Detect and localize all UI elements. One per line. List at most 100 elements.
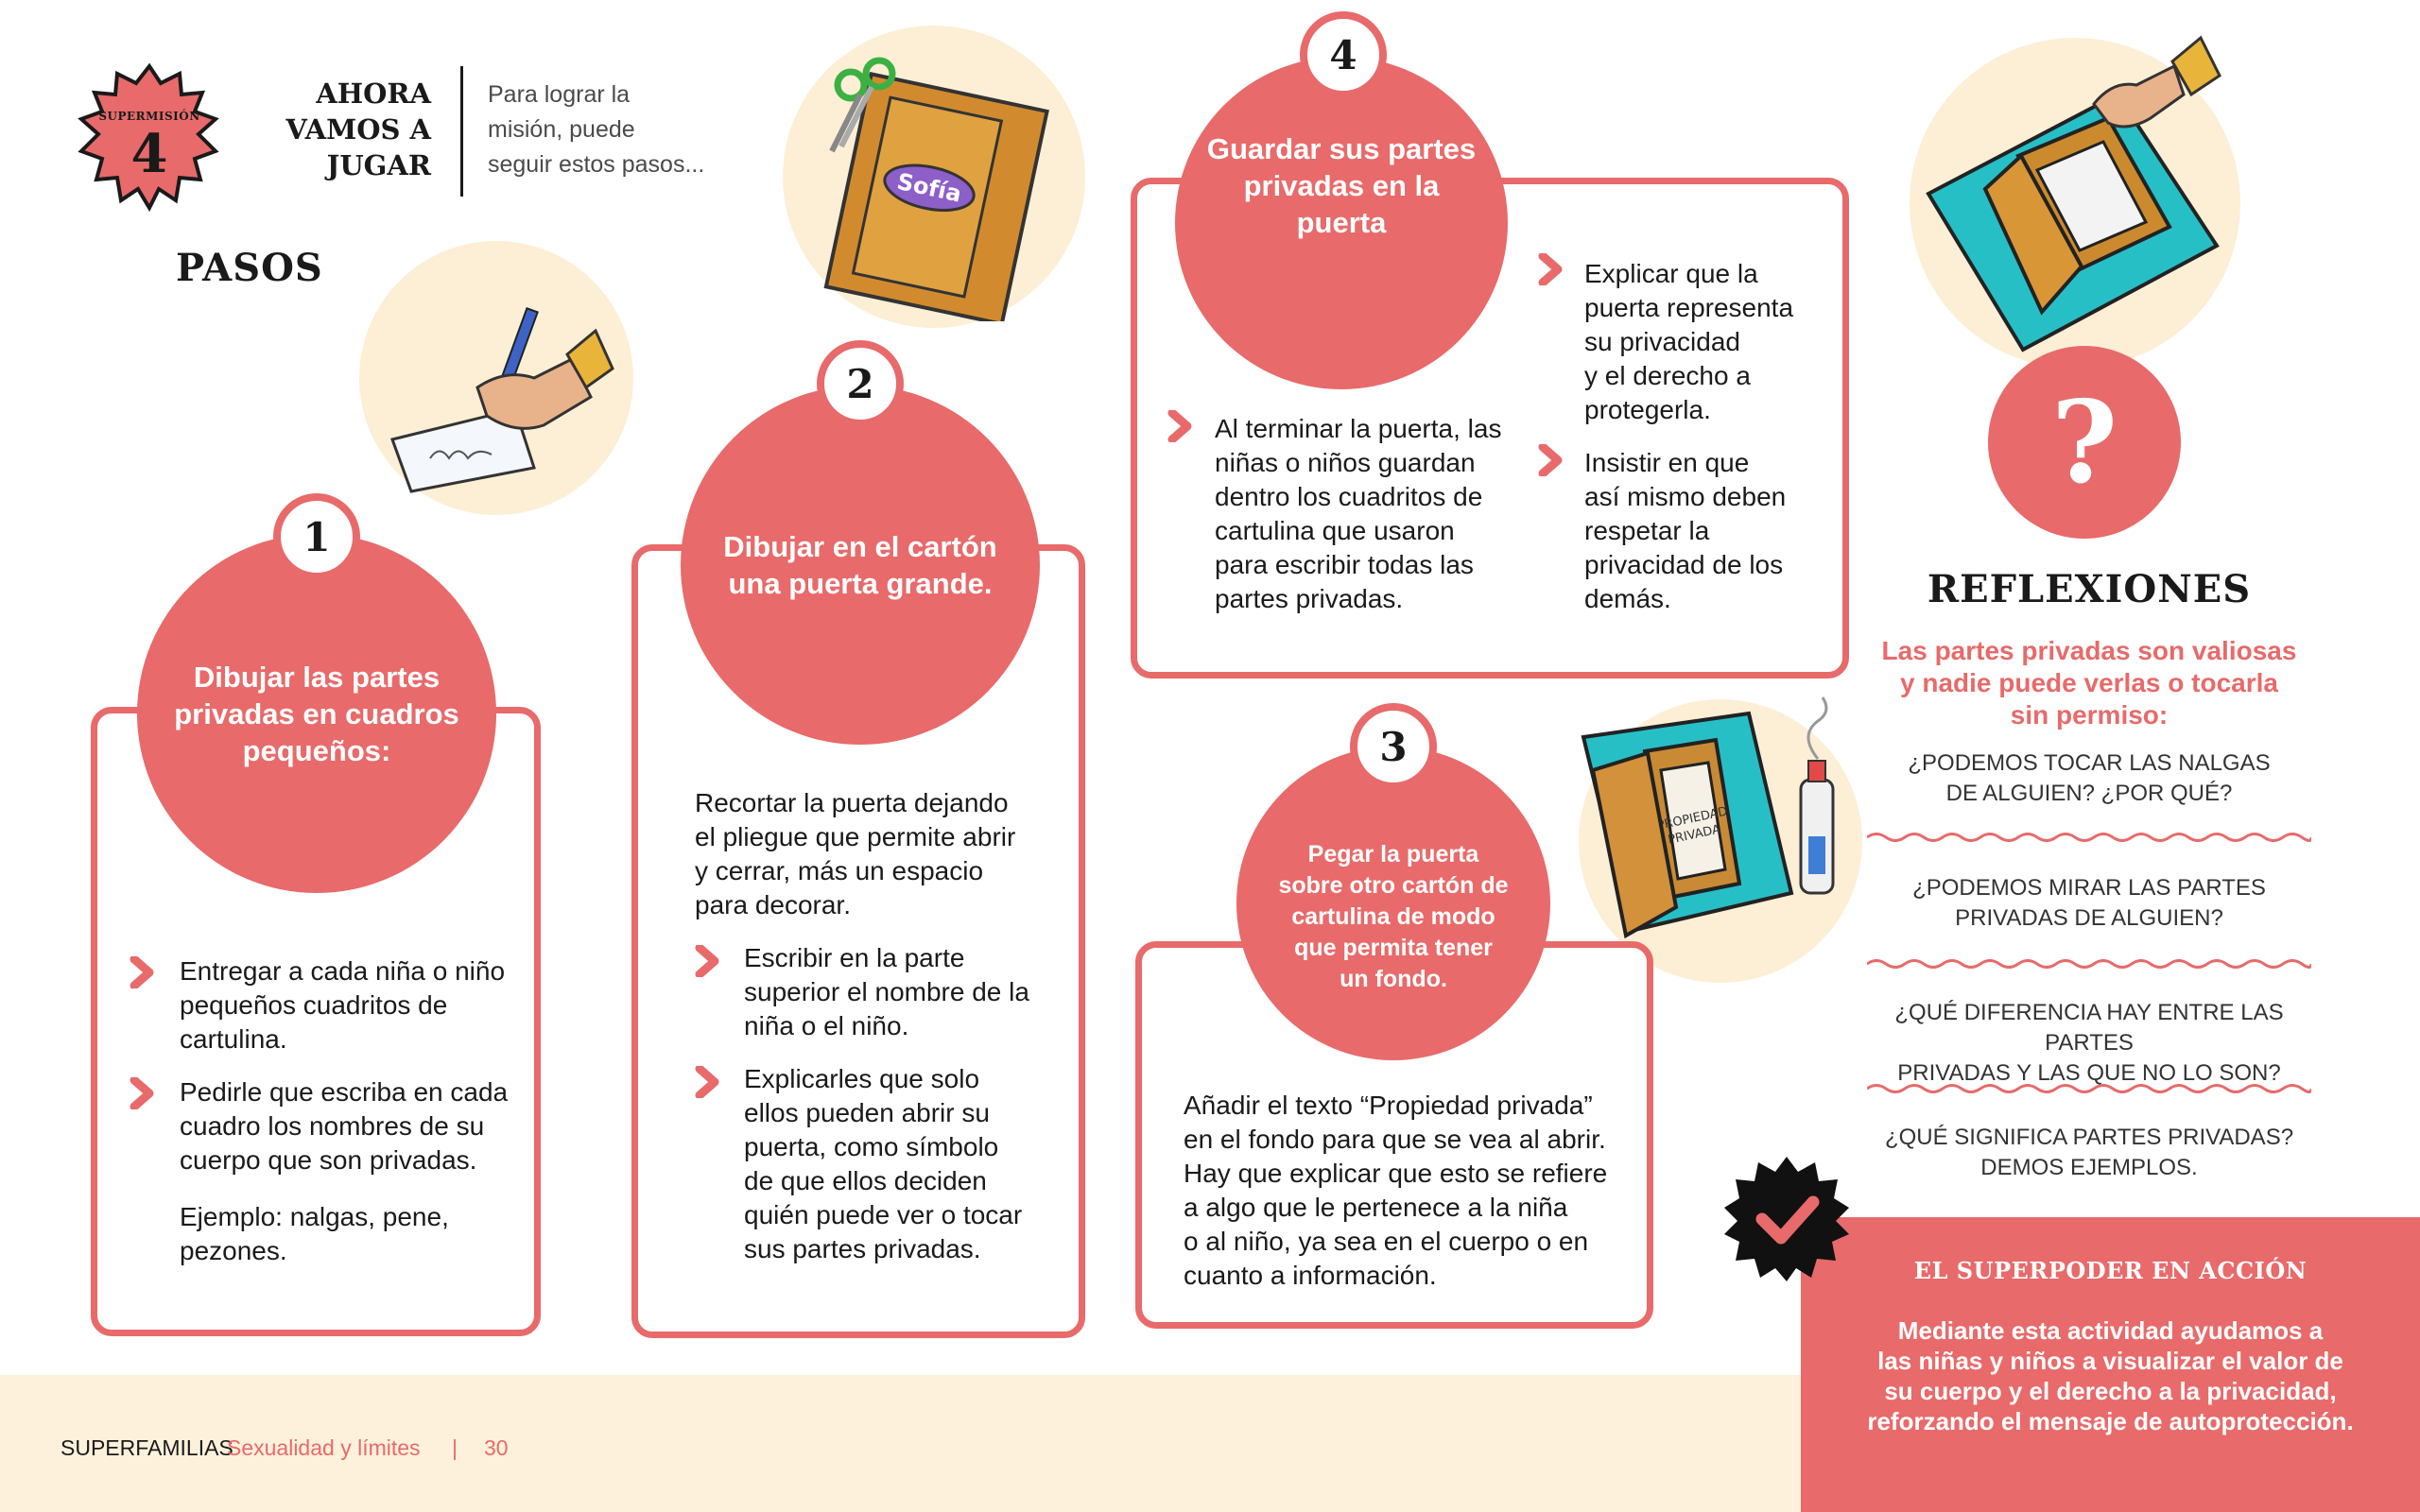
bullet-line: para escribir todas las xyxy=(1215,550,1474,579)
step-4-bullet: Explicar que la puerta representa su pri… xyxy=(1584,257,1830,427)
bullet-line: partes privadas. xyxy=(1215,584,1404,613)
chevron-right-icon xyxy=(695,945,719,977)
supermision-badge: SUPERMISIÓN 4 xyxy=(74,62,225,214)
reflexiones-heading: REFLEXIONES xyxy=(1927,567,2252,611)
bullet-line: cuadro los nombres de su xyxy=(180,1111,485,1141)
step-2-intro: Recortar la puerta dejando el pliegue qu… xyxy=(695,786,1073,922)
text-line: cuanto a información. xyxy=(1184,1261,1437,1290)
chevron-right-icon xyxy=(695,1066,719,1098)
reflexiones-subtitle: Las partes privadas son valiosas y nadie… xyxy=(1867,635,2311,731)
step-1-title-line: privadas en cuadros xyxy=(174,696,459,730)
footer-band xyxy=(0,1375,1801,1512)
subtitle-line: Para lograr la xyxy=(488,81,631,108)
question-line: PRIVADAS DE ALGUIEN? xyxy=(1955,905,2223,931)
bullet-line: puerta, como símbolo xyxy=(744,1132,999,1161)
subtitle-line: seguir estos pasos... xyxy=(488,151,705,178)
writing-hand-illustration xyxy=(390,307,614,493)
bullet-line: Insistir en que xyxy=(1584,448,1750,477)
page-number: 30 xyxy=(484,1435,509,1460)
step-3-title-circle: Pegar la puerta sobre otro cartón de car… xyxy=(1236,747,1550,1060)
badge-label: SUPERMISIÓN xyxy=(98,110,200,123)
step-1-title-circle: Dibujar las partes privadas en cuadros p… xyxy=(137,534,496,893)
intro-line: para decorar. xyxy=(695,890,851,919)
header-divider xyxy=(460,66,463,197)
step-2-title-line: Dibujar en el cartón xyxy=(723,530,997,563)
reflexion-question: ¿QUÉ DIFERENCIA HAY ENTRE LAS PARTES PRI… xyxy=(1853,998,2325,1089)
reflexion-question: ¿PODEMOS TOCAR LAS NALGAS DE ALGUIEN? ¿P… xyxy=(1853,748,2325,809)
question-line: DE ALGUIEN? ¿POR QUÉ? xyxy=(1945,781,2233,806)
text-line: a algo que le pertenece a la niña xyxy=(1184,1193,1568,1222)
question-line: ¿QUÉ DIFERENCIA HAY ENTRE LAS PARTES xyxy=(1894,1000,2284,1056)
step-3-title-line: sobre otro cartón de xyxy=(1278,871,1509,899)
bullet-line: sus partes privadas. xyxy=(744,1234,981,1263)
step-3-title-line: que permita tener xyxy=(1294,934,1493,961)
bullet-line: cuerpo que son privadas. xyxy=(180,1145,477,1175)
step-1-bullet: Pedirle que escriba en cada cuadro los n… xyxy=(180,1075,529,1177)
bullet-line: Explicar que la xyxy=(1584,259,1758,288)
step-4-bullet: Insistir en que así mismo deben respetar… xyxy=(1584,446,1830,616)
chevron-right-icon xyxy=(1167,410,1192,442)
bullet-line: niñas o niños guardan xyxy=(1215,448,1476,477)
wave-divider xyxy=(1867,1084,2311,1093)
superpoder-line: reforzando el mensaje de autoprotección. xyxy=(1867,1407,2354,1435)
step-2-title-circle: Dibujar en el cartón una puerta grande. xyxy=(681,386,1040,745)
bullet-line: demás. xyxy=(1584,584,1671,613)
step-3-title-line: un fondo. xyxy=(1340,965,1447,992)
step-3-title-line: Pegar la puerta xyxy=(1307,840,1479,868)
page-subtitle: Para lograr la misión, puede seguir esto… xyxy=(488,77,734,182)
bullet-line: puerta representa xyxy=(1584,293,1794,322)
propiedad-privada-illustration: PROPIEDAD PRIVADA xyxy=(1581,696,1835,939)
footer-section: Sexualidad y límites xyxy=(227,1435,421,1460)
step-3-text: Añadir el texto “Propiedad privada” en e… xyxy=(1184,1089,1637,1293)
page-title: AHORA VAMOS A JUGAR xyxy=(255,76,431,183)
title-line: VAMOS A xyxy=(285,113,431,146)
bullet-line: dentro los cuadritos de xyxy=(1215,482,1483,511)
footer-brand: SUPERFAMILIAS xyxy=(60,1435,233,1460)
chevron-right-icon xyxy=(1538,253,1563,285)
superpoder-panel: EL SUPERPODER EN ACCIÓN Mediante esta ac… xyxy=(1801,1217,2420,1512)
step-2-title-line: una puerta grande. xyxy=(728,567,993,600)
checkmark-badge-icon xyxy=(1724,1157,1849,1281)
footer-separator: | xyxy=(452,1435,458,1460)
subtitle-line: misión, puede xyxy=(488,116,635,143)
text-line: Hay que explicar que esto se refiere xyxy=(1184,1159,1608,1188)
title-line: JUGAR xyxy=(326,149,431,181)
step-2-number: 2 xyxy=(817,340,904,427)
superpoder-line: Mediante esta actividad ayudamos a xyxy=(1897,1316,2324,1345)
superpoder-text: Mediante esta actividad ayudamos a las n… xyxy=(1839,1315,2382,1436)
question-line: PRIVADAS Y LAS QUE NO LO SON? xyxy=(1897,1060,2281,1086)
bullet-line: cartulina que usaron xyxy=(1215,516,1455,545)
superpoder-title: EL SUPERPODER EN ACCIÓN xyxy=(1913,1257,2308,1284)
question-mark-icon: ? xyxy=(1988,346,2181,539)
bullet-line: protegerla. xyxy=(1584,395,1711,424)
bullet-line: quién puede ver o tocar xyxy=(744,1200,1023,1229)
bullet-line: privacidad de los xyxy=(1584,550,1784,579)
reflexion-question: ¿QUÉ SIGNIFICA PARTES PRIVADAS? DEMOS EJ… xyxy=(1853,1123,2325,1183)
chevron-right-icon xyxy=(1538,444,1563,476)
step-1-example: Ejemplo: nalgas, pene, pezones. xyxy=(180,1200,529,1268)
superpoder-line: las niñas y niños a visualizar el valor … xyxy=(1877,1347,2343,1375)
wave-divider xyxy=(1867,833,2311,842)
question-line: DEMOS EJEMPLOS. xyxy=(1980,1155,2198,1180)
step-4-title-line: privadas en la xyxy=(1243,168,1440,202)
bullet-line: ellos pueden abrir su xyxy=(744,1098,990,1127)
question-line: ¿PODEMOS MIRAR LAS PARTES xyxy=(1912,875,2266,901)
bullet-line: pequeños cuadritos de xyxy=(180,990,448,1020)
bullet-line: Entregar a cada niña o niño xyxy=(180,956,506,986)
door-craft-illustration: Sofía xyxy=(823,57,1049,321)
pasos-heading: PASOS xyxy=(176,246,323,290)
wave-divider xyxy=(1867,959,2311,969)
step-4-bullet: Al terminar la puerta, las niñas o niños… xyxy=(1215,412,1527,616)
subtitle-line: sin permiso: xyxy=(2010,700,2169,730)
chevron-right-icon xyxy=(130,956,154,988)
example-line: Ejemplo: nalgas, pene, xyxy=(180,1202,449,1231)
superpoder-line: su cuerpo y el derecho a la privacidad, xyxy=(1884,1377,2337,1405)
bullet-line: su privacidad xyxy=(1584,327,1740,356)
bullet-line: Escribir en la parte xyxy=(744,943,965,972)
title-line: AHORA xyxy=(316,77,431,110)
subtitle-line: y nadie puede verlas o tocarla xyxy=(1900,668,2278,697)
step-4-title-line: puerta xyxy=(1296,205,1387,239)
chevron-right-icon xyxy=(130,1077,154,1109)
step-1-number: 1 xyxy=(273,493,360,580)
bullet-line: y el derecho a xyxy=(1584,361,1751,390)
